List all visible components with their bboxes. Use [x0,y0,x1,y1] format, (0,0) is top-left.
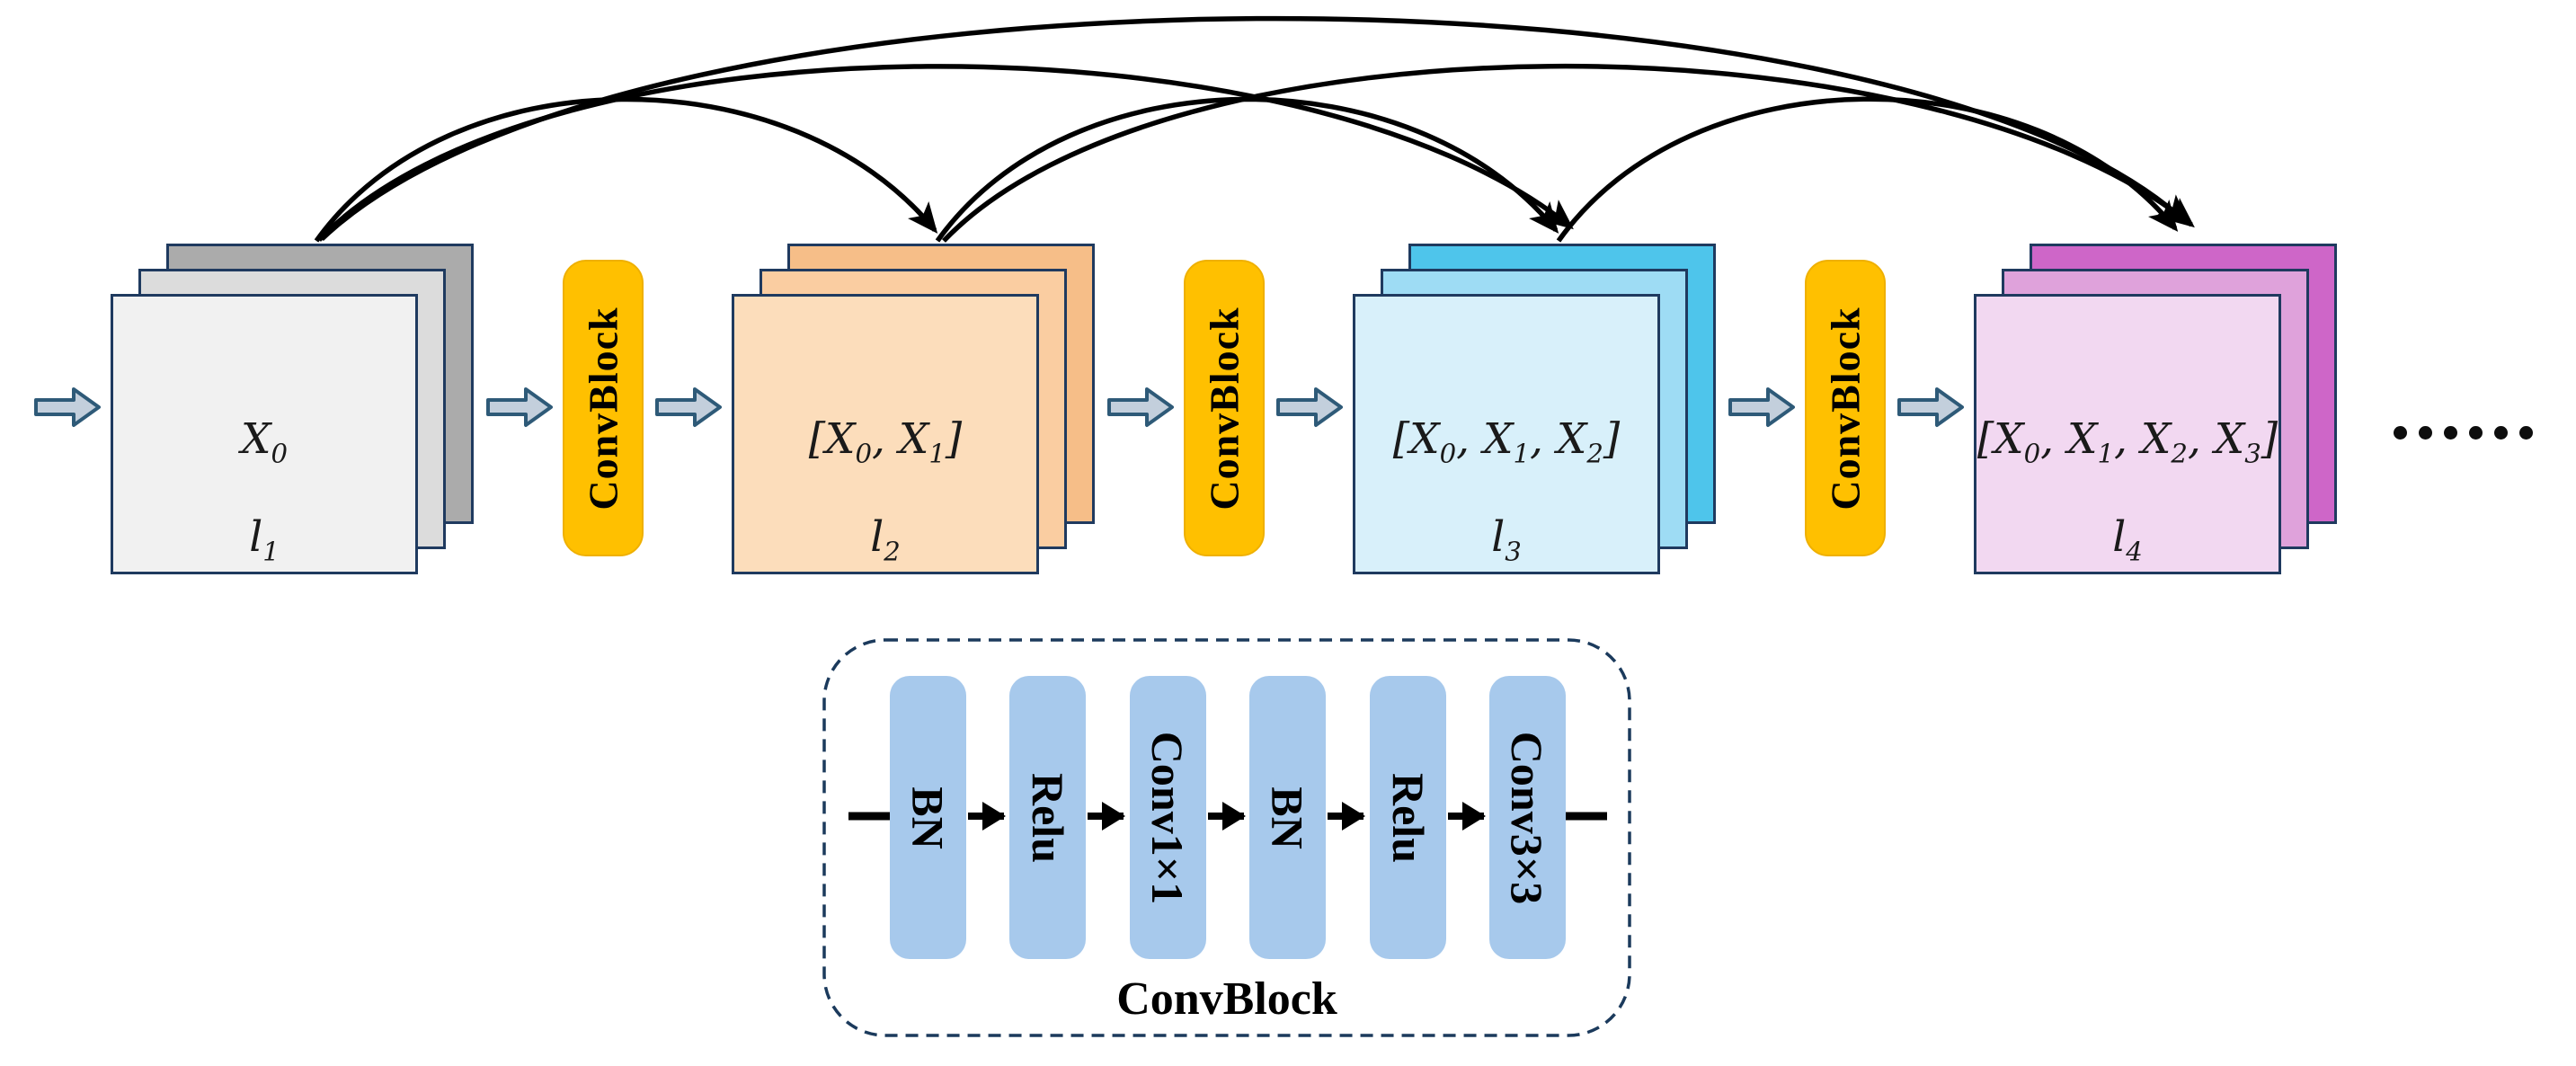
flow-arrow [1107,386,1174,429]
layer-label: l1 [249,512,280,567]
dot [2444,426,2457,440]
detail-layer-bn-2: BN [1249,676,1326,959]
detail-layer-label: Relu [1022,772,1073,863]
feature-stack-l3: [X0, X1, X2] l3 [1353,244,1716,574]
detail-layer-bn-1: BN [890,676,966,959]
detail-layer-conv3x3: Conv3×3 [1489,676,1566,959]
flow-arrow [1276,386,1343,429]
convblock-pill-label: ConvBlock [1822,306,1869,511]
dot [2394,426,2407,440]
ellipsis-dots [2394,426,2533,440]
convblock-pill-2: ConvBlock [1184,260,1265,556]
convblock-pill-label: ConvBlock [1201,306,1248,511]
feature-map-front [732,294,1039,574]
feature-stack-l4: [X0, X1, X2, X3] l4 [1974,244,2337,574]
convblock-pill-3: ConvBlock [1805,260,1886,556]
detail-layer-label: Conv3×3 [1502,731,1553,904]
concat-label: [X0, X1, X2] [1392,414,1621,469]
dot [2469,426,2483,440]
flow-arrow [1728,386,1795,429]
detail-layer-label: Relu [1382,772,1434,863]
feature-stack-l2: [X0, X1] l2 [732,244,1095,574]
convblock-detail-graphics [822,638,1631,1037]
concat-label: X0 [241,414,288,469]
convblock-pill-label: ConvBlock [580,306,626,511]
skip-arc-l2-l3 [935,96,1559,243]
skip-arc-l3-l4 [1556,96,2179,243]
detail-caption: ConvBlock [1116,973,1337,1025]
layer-label: l2 [870,512,901,567]
dot [2419,426,2432,440]
detail-layer-label: Conv1×1 [1142,731,1194,904]
detail-layer-relu-1: Relu [1009,676,1086,959]
skip-arc-l1-l4 [320,15,2190,242]
skip-arc-l1-l2 [314,96,938,243]
concat-label: [X0, X1] [808,414,963,469]
flow-arrow-input [34,386,101,429]
skip-arc-l1-l3 [317,64,1574,242]
dot [2519,426,2533,440]
flow-arrow [655,386,722,429]
layer-label: l3 [1491,512,1522,567]
feature-map-front [1353,294,1660,574]
detail-dashed-border [822,638,1631,1037]
flow-arrow [486,386,553,429]
dot [2494,426,2508,440]
concat-label: [X0, X1, X2, X3] [1976,414,2278,469]
detail-layer-label: BN [902,786,954,849]
detail-layer-relu-2: Relu [1370,676,1446,959]
flow-arrow [1897,386,1964,429]
feature-map-front [111,294,418,574]
detail-layer-conv1x1: Conv1×1 [1130,676,1206,959]
layer-label: l4 [2112,512,2143,567]
convblock-pill-1: ConvBlock [563,260,644,556]
feature-map-front [1974,294,2281,574]
skip-arc-l2-l4 [942,64,2195,243]
feature-stack-l1: X0 l1 [111,244,474,574]
detail-layer-label: BN [1262,786,1313,849]
